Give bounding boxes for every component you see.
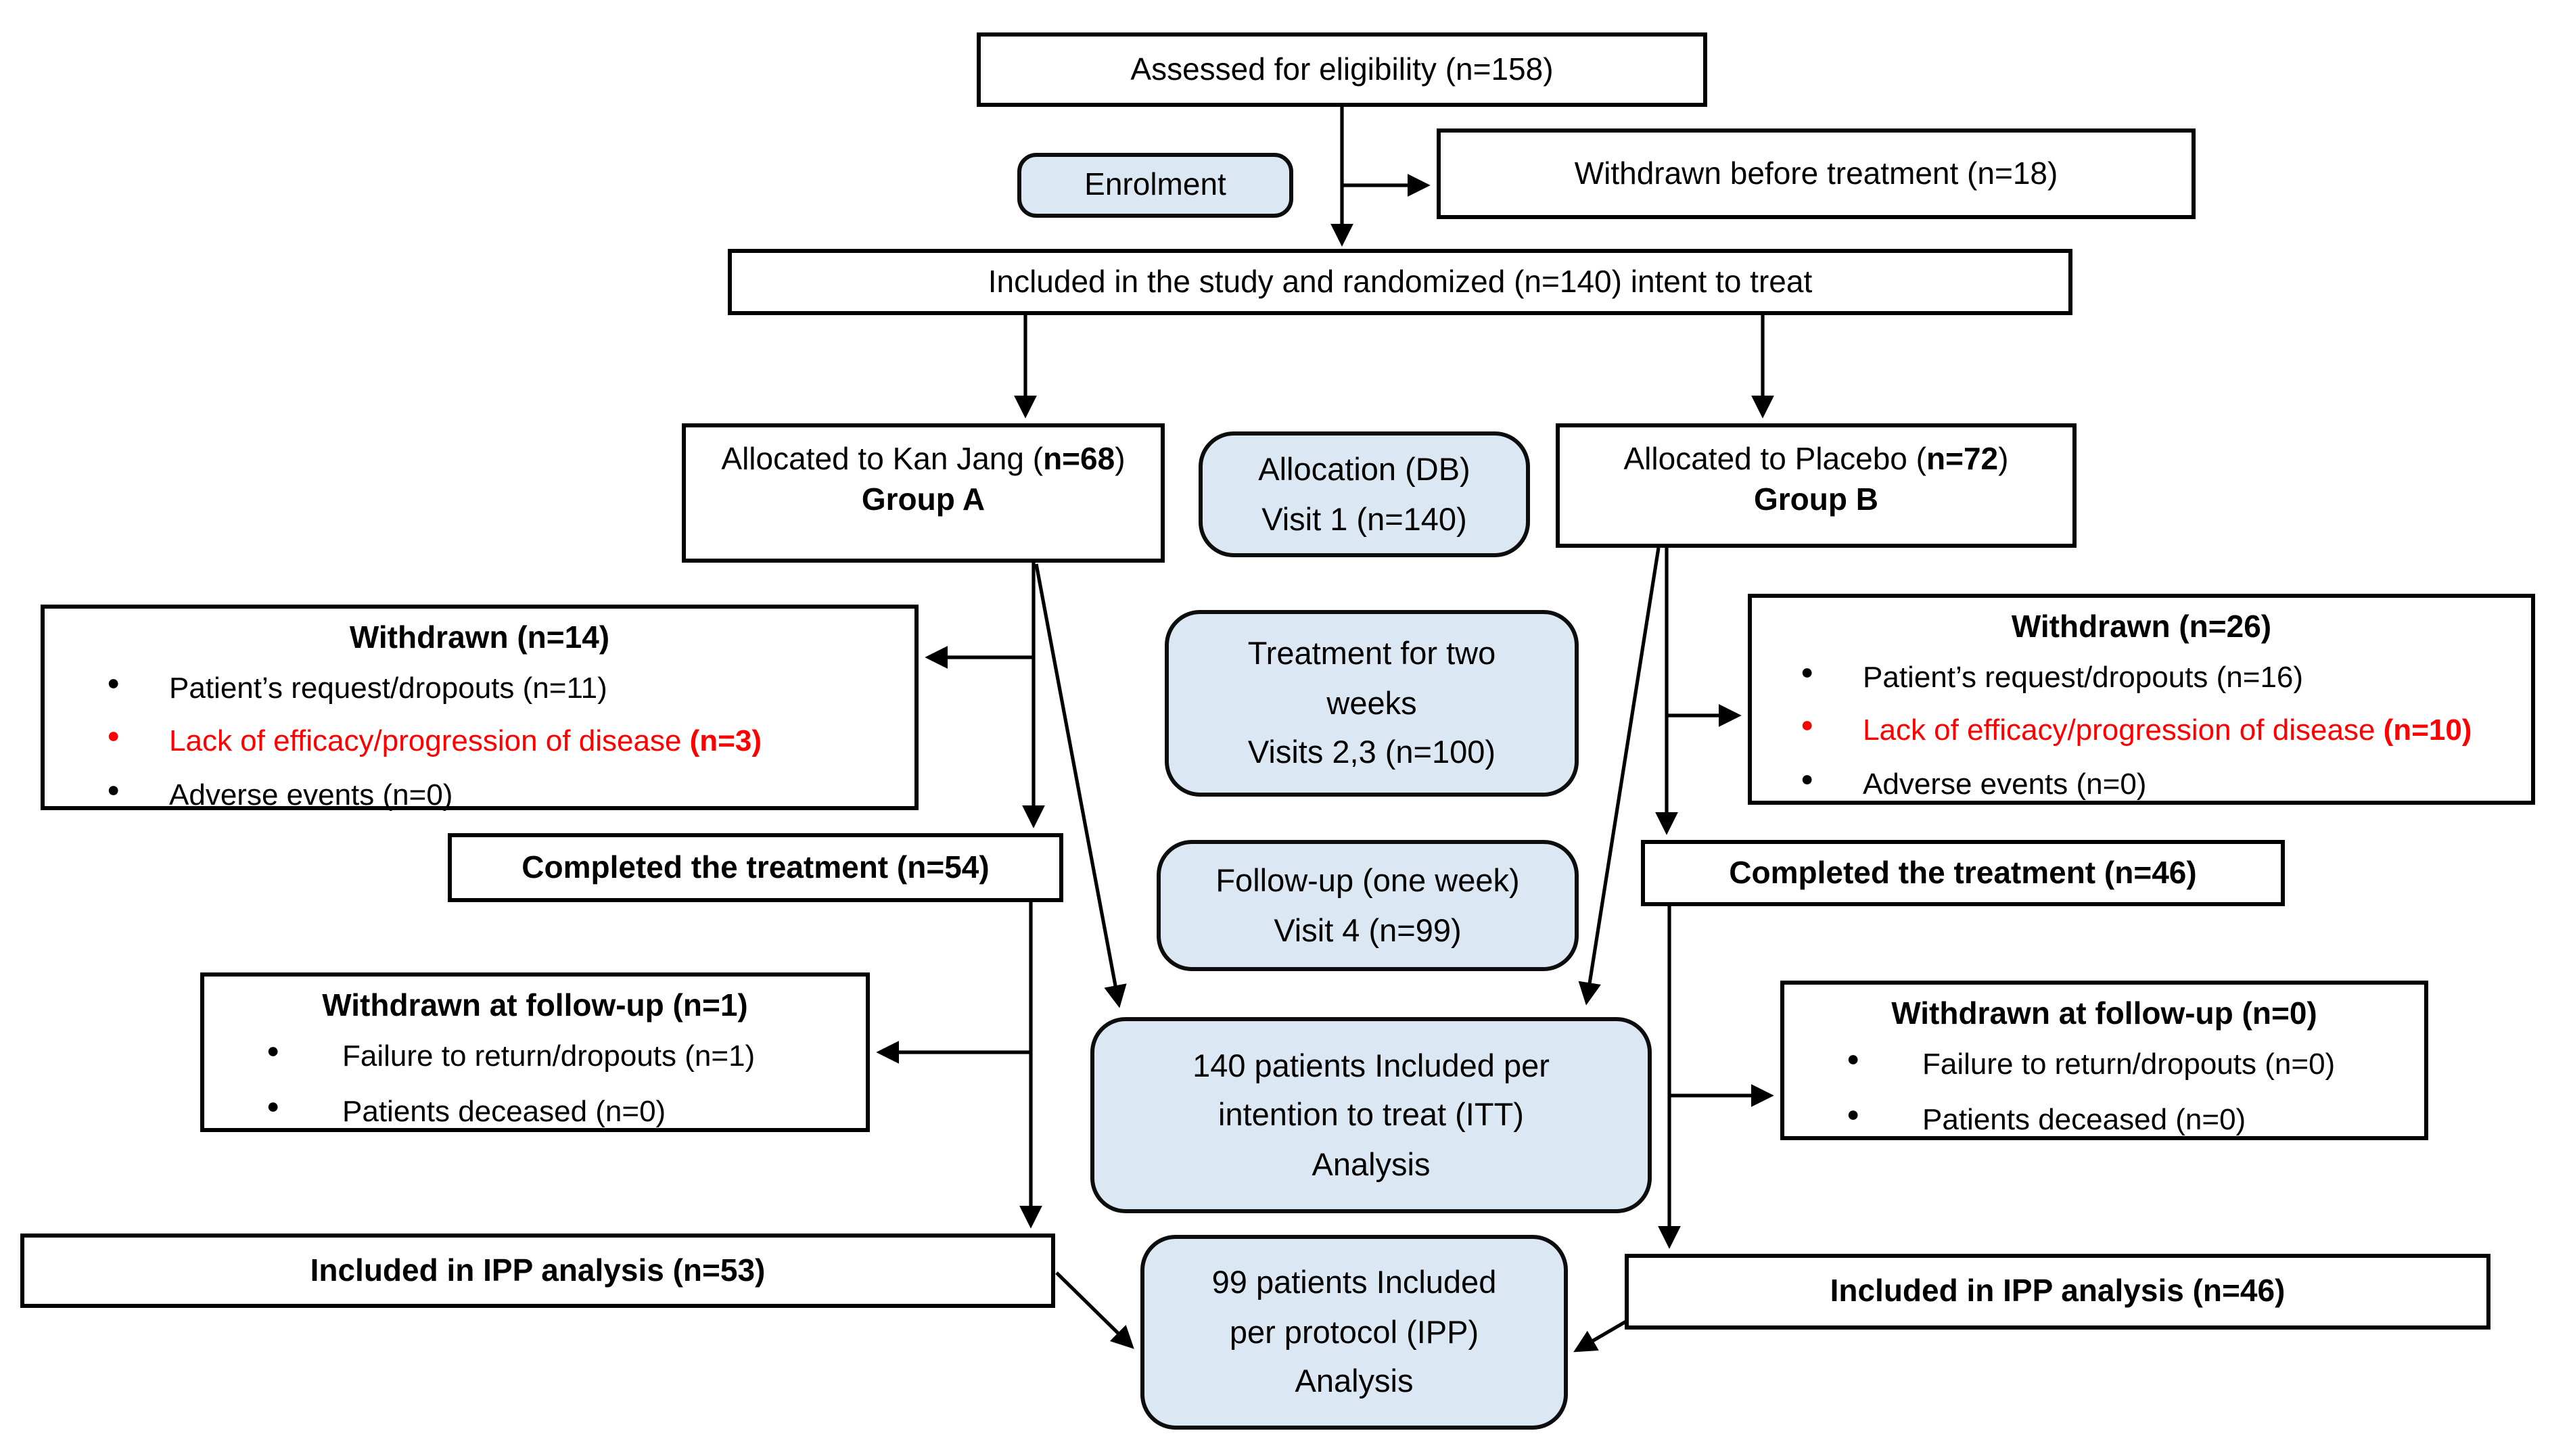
group-a-allocation-text: Allocated to Kan Jang (n=68) Group A xyxy=(721,440,1125,521)
withdrawn-group-a-title: Withdrawn (n=14) xyxy=(349,619,610,655)
withdrawn-before-treatment-box: Withdrawn before treatment (n=18) xyxy=(1437,128,2196,219)
withdrawn-group-a-box: Withdrawn (n=14) Patient’s request/dropo… xyxy=(41,605,919,812)
completed-treatment-a-label: Completed the treatment (n=54) xyxy=(521,849,990,885)
withdrawn-followup-a-box: Withdrawn at follow-up (n=1) Failure to … xyxy=(200,972,870,1132)
itt-analysis-box: 140 patients Included per intention to t… xyxy=(1090,1017,1652,1213)
list-item-red: Lack of efficacy/progression of disease … xyxy=(107,723,901,761)
withdrawn-followup-a-title: Withdrawn at follow-up (n=1) xyxy=(322,987,748,1023)
ipp-analysis-a-label: Included in IPP analysis (n=53) xyxy=(310,1252,766,1288)
withdrawn-before-treatment-label: Withdrawn before treatment (n=18) xyxy=(1574,155,2058,191)
arrow-ipp-a-to-ipp xyxy=(1055,1271,1134,1349)
followup-stage-box: Follow-up (one week) Visit 4 (n=99) xyxy=(1157,840,1579,971)
arrow-ipp-b-to-ipp xyxy=(1573,1319,1627,1353)
group-a-name: Group A xyxy=(861,481,986,517)
list-item-red: Lack of efficacy/progression of disease … xyxy=(1801,712,2518,751)
allocation-stage-box: Allocation (DB) Visit 1 (n=140) xyxy=(1199,431,1530,557)
allocation-stage-text: Allocation (DB) Visit 1 (n=140) xyxy=(1258,452,1470,536)
ipp-analysis-a-box: Included in IPP analysis (n=53) xyxy=(20,1234,1055,1308)
followup-stage-text: Follow-up (one week) Visit 4 (n=99) xyxy=(1215,863,1520,947)
group-b-name: Group B xyxy=(1754,481,1878,517)
treatment-stage-box: Treatment for two weeks Visits 2,3 (n=10… xyxy=(1165,610,1579,797)
group-b-n: n=72 xyxy=(1926,441,1999,476)
withdrawn-followup-a-list: Failure to return/dropouts (n=1) Patient… xyxy=(218,1037,852,1132)
list-item: Adverse events (n=0) xyxy=(1801,766,2518,804)
list-item: Failure to return/dropouts (n=0) xyxy=(1847,1046,2411,1084)
withdrawn-followup-b-list: Failure to return/dropouts (n=0) Patient… xyxy=(1798,1046,2411,1140)
randomized-label: Included in the study and randomized (n=… xyxy=(988,263,1813,299)
ipp-analysis-b-label: Included in IPP analysis (n=46) xyxy=(1830,1273,2286,1309)
list-item: Failure to return/dropouts (n=1) xyxy=(266,1037,852,1076)
assessed-eligibility-label: Assessed for eligibility (n=158) xyxy=(1130,51,1554,87)
completed-treatment-b-label: Completed the treatment (n=46) xyxy=(1729,854,2197,890)
assessed-eligibility-box: Assessed for eligibility (n=158) xyxy=(977,32,1707,107)
group-b-allocation-text: Allocated to Placebo (n=72) Group B xyxy=(1624,440,2009,521)
treatment-stage-text: Treatment for two weeks Visits 2,3 (n=10… xyxy=(1247,636,1496,770)
list-item: Patient’s request/dropouts (n=16) xyxy=(1801,659,2518,697)
list-item: Patients deceased (n=0) xyxy=(266,1094,852,1132)
group-a-line1-prefix: Allocated to Kan Jang ( xyxy=(721,441,1044,476)
ipp-analysis-box: 99 patients Included per protocol (IPP) … xyxy=(1140,1235,1568,1430)
group-b-line1-prefix: Allocated to Placebo ( xyxy=(1623,441,1927,476)
withdrawn-followup-b-box: Withdrawn at follow-up (n=0) Failure to … xyxy=(1780,981,2428,1140)
group-a-line1-suffix: ) xyxy=(1115,441,1126,476)
withdrawn-group-b-title: Withdrawn (n=26) xyxy=(2011,609,2272,644)
arrow-group-a-to-itt xyxy=(1034,563,1127,1008)
itt-analysis-text: 140 patients Included per intention to t… xyxy=(1192,1048,1550,1182)
group-b-allocation-box: Allocated to Placebo (n=72) Group B xyxy=(1556,423,2077,548)
ipp-analysis-text: 99 patients Included per protocol (IPP) … xyxy=(1211,1265,1497,1399)
enrolment-label: Enrolment xyxy=(1084,166,1226,202)
withdrawn-followup-b-title: Withdrawn at follow-up (n=0) xyxy=(1891,995,2317,1031)
withdrawn-group-a-list: Patient’s request/dropouts (n=11) Lack o… xyxy=(58,670,901,816)
completed-treatment-b-box: Completed the treatment (n=46) xyxy=(1641,840,2285,906)
completed-treatment-a-box: Completed the treatment (n=54) xyxy=(448,833,1063,902)
withdrawn-group-b-list: Patient’s request/dropouts (n=16) Lack o… xyxy=(1765,659,2518,805)
group-a-allocation-box: Allocated to Kan Jang (n=68) Group A xyxy=(682,423,1165,563)
enrolment-stage-box: Enrolment xyxy=(1017,153,1293,218)
randomized-box: Included in the study and randomized (n=… xyxy=(728,249,2072,315)
group-b-line1-suffix: ) xyxy=(1998,441,2009,476)
list-item: Patients deceased (n=0) xyxy=(1847,1102,2411,1140)
list-item: Adverse events (n=0) xyxy=(107,776,901,815)
arrow-group-b-to-itt xyxy=(1578,547,1661,1006)
ipp-analysis-b-box: Included in IPP analysis (n=46) xyxy=(1625,1254,2490,1330)
group-a-n: n=68 xyxy=(1043,441,1115,476)
withdrawn-group-b-box: Withdrawn (n=26) Patient’s request/dropo… xyxy=(1748,594,2535,805)
list-item: Patient’s request/dropouts (n=11) xyxy=(107,670,901,708)
